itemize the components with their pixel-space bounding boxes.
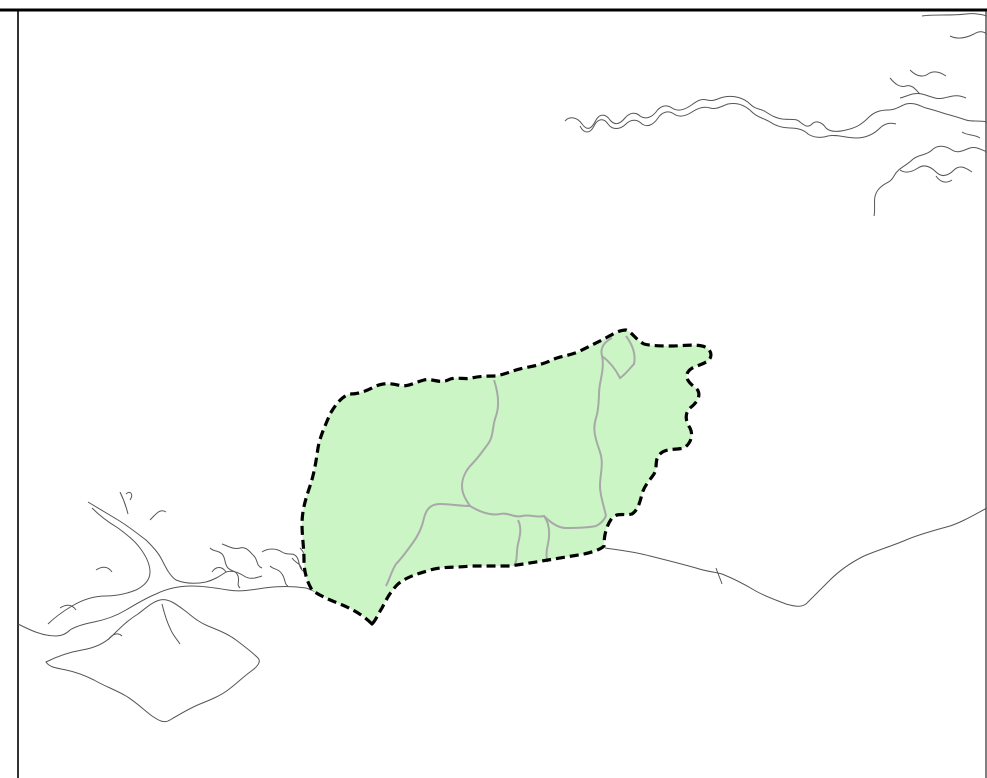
coast-sussex-east xyxy=(604,507,987,607)
district-boundary-central xyxy=(469,505,551,563)
southampton-water-west xyxy=(47,507,151,625)
thames-south-bank xyxy=(579,103,897,139)
isle-of-wight-yar xyxy=(107,633,123,641)
highlighted-region-border xyxy=(300,328,713,626)
south-coastline xyxy=(17,491,987,637)
district-boundary-east xyxy=(593,335,636,517)
coast-west-solent xyxy=(17,585,321,637)
thames-estuary xyxy=(564,13,987,217)
southampton-water xyxy=(87,501,263,584)
portsmouth-harbour xyxy=(209,543,263,589)
medway-estuary xyxy=(873,131,987,217)
isle-of-wight-medina xyxy=(161,603,181,645)
hamble-creeks xyxy=(59,566,227,611)
chichester-harbour xyxy=(261,547,317,593)
highlighted-region xyxy=(302,330,711,624)
district-boundary-south xyxy=(543,515,607,530)
isle-of-wight xyxy=(45,599,260,723)
district-boundaries xyxy=(385,335,636,587)
estuary-creeks-north xyxy=(889,13,987,99)
district-boundary-inner xyxy=(513,519,522,567)
river-itchen xyxy=(119,491,167,521)
coast-beachy-inlet xyxy=(715,567,723,585)
thames-north-bank xyxy=(564,95,987,132)
